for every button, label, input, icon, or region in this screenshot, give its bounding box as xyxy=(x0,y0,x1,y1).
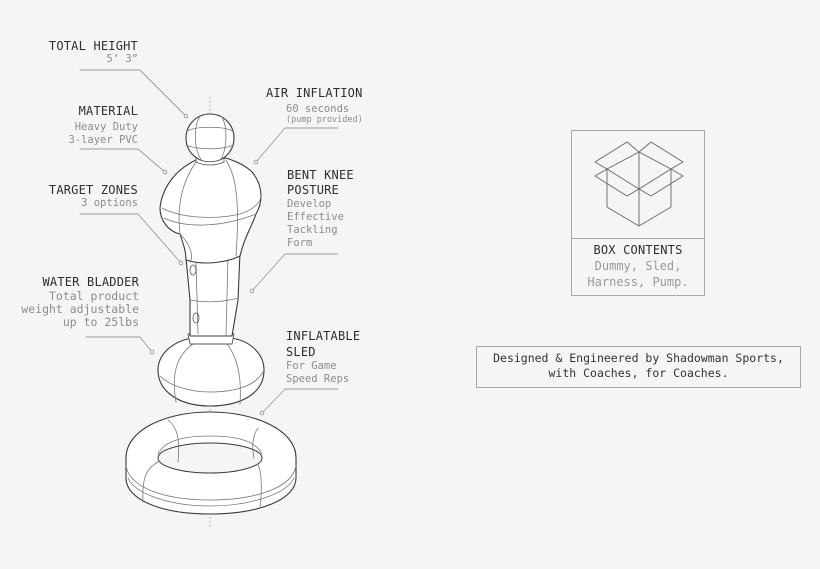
callout-text: 3 options xyxy=(81,197,138,209)
callout-text: weight adjustable xyxy=(21,302,139,316)
callout-text: 3-layer PVC xyxy=(68,134,138,146)
callout-title: INFLATABLE xyxy=(286,329,361,343)
callout-total-height: TOTAL HEIGHT 5’ 3” xyxy=(20,40,138,66)
callout-text: up to 25lbs xyxy=(62,315,139,329)
leader-lines xyxy=(79,69,339,416)
callout-title: POSTURE xyxy=(287,183,339,197)
callout-water-bladder: WATER BLADDER Total product weight adjus… xyxy=(10,276,139,329)
open-box-icon xyxy=(594,141,684,227)
sled-drawing xyxy=(125,411,297,515)
callout-text: Form xyxy=(287,237,313,249)
credit-box: Designed & Engineered by Shadowman Sport… xyxy=(476,346,801,388)
base-bulb-drawing xyxy=(157,333,265,407)
callout-title: MATERIAL xyxy=(78,104,138,118)
callout-air-inflation: AIR INFLATION 60 seconds (pump provided) xyxy=(266,87,406,125)
callout-target-zones: TARGET ZONES 3 options xyxy=(20,184,138,210)
callout-text: Heavy Duty xyxy=(74,121,138,133)
callout-title: TARGET ZONES xyxy=(48,183,138,197)
head-drawing xyxy=(185,113,235,166)
callout-inflatable-sled: INFLATABLE SLED For Game Speed Reps xyxy=(286,328,396,386)
callout-title: TOTAL HEIGHT xyxy=(48,39,138,53)
callout-title: SLED xyxy=(286,345,316,359)
callout-text: Effective xyxy=(287,211,344,223)
callout-text: Develop xyxy=(287,198,332,210)
callout-text: For Game xyxy=(286,360,337,372)
box-contents-line: Dummy, Sled, xyxy=(594,259,682,273)
box-contents-line: Harness, Pump. xyxy=(587,275,689,289)
callout-title: AIR INFLATION xyxy=(266,86,363,100)
callout-text: Total product xyxy=(48,289,139,303)
callout-bent-knee-posture: BENT KNEE POSTURE Develop Effective Tack… xyxy=(287,168,387,250)
box-contents-title: BOX CONTENTS xyxy=(593,243,683,257)
credit-line: with Coaches, for Coaches. xyxy=(548,366,729,380)
torso-drawing xyxy=(159,157,262,264)
credit-line: Designed & Engineered by Shadowman Sport… xyxy=(493,351,784,365)
callout-text: 5’ 3” xyxy=(106,53,138,65)
callout-text: 60 seconds xyxy=(286,103,350,115)
lower-shank-drawing xyxy=(185,251,241,337)
card-divider xyxy=(572,238,704,239)
callout-title: BENT KNEE xyxy=(287,168,354,182)
callout-title: WATER BLADDER xyxy=(42,275,139,289)
callout-text: Tackling xyxy=(287,224,338,236)
callout-note: (pump provided) xyxy=(286,115,363,125)
callout-text: Speed Reps xyxy=(286,373,350,385)
box-contents-card: BOX CONTENTS Dummy, Sled, Harness, Pump. xyxy=(571,130,705,296)
callout-material: MATERIAL Heavy Duty 3-layer PVC xyxy=(20,105,138,147)
